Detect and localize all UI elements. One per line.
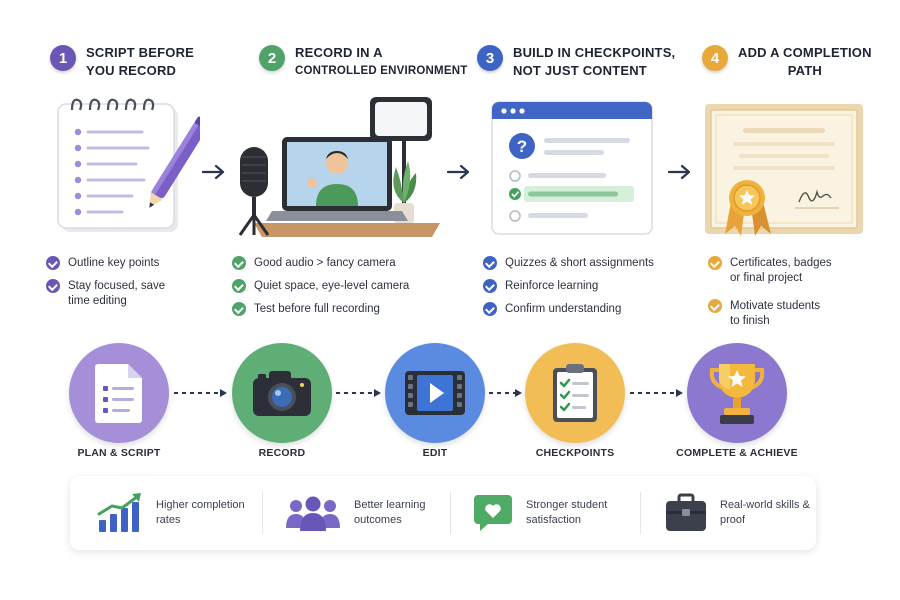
list-item: Outline key points: [46, 256, 176, 271]
process-checkpoints: [525, 343, 625, 443]
divider: [640, 492, 641, 534]
step-title-line-1: BUILD IN CHECKPOINTS,: [513, 45, 676, 60]
process-edit: [385, 343, 485, 443]
benefit-learning: Better learning outcomes: [284, 476, 434, 550]
check-icon: [708, 256, 722, 270]
briefcase-icon: [666, 493, 706, 531]
process-label: EDIT: [422, 447, 448, 459]
step-number: 3: [477, 45, 503, 71]
list-item: Confirm understanding: [483, 302, 683, 317]
benefit-text: Better learning outcomes: [354, 499, 426, 526]
check-icon: [483, 302, 497, 316]
step-title-line-2: NOT JUST CONTENT: [513, 63, 647, 78]
step-number: 1: [50, 45, 76, 71]
step-3-header: 3 BUILD IN CHECKPOINTS, NOT JUST CONTENT: [477, 44, 675, 88]
notepad-illustration: [57, 98, 200, 232]
check-icon: [708, 299, 722, 313]
arrow-right-icon: [668, 165, 691, 179]
process-label: COMPLETE & ACHIEVE: [676, 447, 798, 459]
step-1-bullets: Outline key points Stay focused, save ti…: [46, 256, 176, 317]
list-item: Reinforce learning: [483, 279, 683, 294]
step-title-line-1: RECORD IN A: [295, 45, 383, 60]
list-item: Test before full recording: [232, 302, 432, 317]
list-item: Motivate students to finish: [708, 299, 858, 328]
process-complete-achieve: [687, 343, 787, 443]
group-icon: [286, 496, 340, 531]
arrow-right-icon: [447, 165, 470, 179]
document-icon: [95, 364, 142, 423]
step-title: BUILD IN CHECKPOINTS, NOT JUST CONTENT: [513, 44, 675, 80]
benefits-bar: Higher completion rates Better learning …: [70, 476, 816, 550]
process-label: CHECKPOINTS: [535, 447, 615, 459]
benefit-completion: Higher completion rates: [96, 476, 252, 550]
step-title-line-2: YOU RECORD: [86, 63, 177, 78]
step-number: 2: [259, 45, 285, 71]
camera-icon: [253, 371, 311, 416]
benefit-satisfaction: Stronger student satisfaction: [472, 476, 621, 550]
process-label: PLAN & SCRIPT: [77, 447, 161, 459]
process-label: RECORD: [258, 447, 306, 459]
list-item: Stay focused, save time editing: [46, 279, 176, 308]
heart-chat-icon: [474, 495, 512, 531]
checklist-icon: [553, 364, 597, 422]
step-3-bullets: Quizzes & short assignments Reinforce le…: [483, 256, 683, 325]
list-item: Quiet space, eye-level camera: [232, 279, 432, 294]
step-title-line-2: CONTROLLED ENVIRONMENT: [295, 65, 468, 77]
benefit-text: Stronger student satisfaction: [526, 499, 608, 526]
check-icon: [232, 256, 246, 270]
step-title-line-1: ADD A COMPLETION: [738, 45, 872, 60]
dashed-arrow-icon: [174, 389, 227, 397]
step-title-line-1: SCRIPT BEFORE: [86, 45, 195, 60]
certificate-illustration: [705, 104, 863, 236]
growth-chart-icon: [97, 493, 141, 532]
process-plan-script: [69, 343, 169, 443]
check-icon: [232, 279, 246, 293]
arrow-right-icon: [202, 165, 225, 179]
recording-setup-illustration: [238, 97, 440, 237]
quiz-window-illustration: ?: [491, 101, 653, 235]
trophy-icon: [709, 364, 765, 424]
step-4-header: 4 ADD A COMPLETION PATH: [702, 44, 872, 88]
check-icon: [483, 256, 497, 270]
step-4-bullets: Certificates, badges or final project Mo…: [708, 256, 858, 337]
step-title: ADD A COMPLETION PATH: [738, 44, 872, 80]
list-item: Certificates, badges or final project: [708, 256, 858, 285]
divider: [450, 492, 451, 534]
step-number: 4: [702, 45, 728, 71]
check-icon: [232, 302, 246, 316]
step-title-line-2: PATH: [787, 63, 822, 78]
benefit-text: Higher completion rates: [156, 499, 245, 526]
list-item: Good audio > fancy camera: [232, 256, 432, 271]
check-icon: [483, 279, 497, 293]
step-title: SCRIPT BEFORE YOU RECORD: [86, 44, 194, 80]
video-play-icon: [405, 371, 465, 415]
step-2-bullets: Good audio > fancy camera Quiet space, e…: [232, 256, 432, 325]
step-title: RECORD IN A CONTROLLED ENVIRONMENT: [295, 44, 467, 80]
svg-text:?: ?: [517, 137, 527, 156]
dashed-arrow-icon: [489, 389, 522, 397]
divider: [262, 492, 263, 534]
list-item: Quizzes & short assignments: [483, 256, 683, 271]
check-icon: [46, 279, 60, 293]
check-icon: [46, 256, 60, 270]
benefit-text: Real-world skills & proof: [720, 499, 810, 526]
benefit-skills: Real-world skills & proof: [664, 476, 810, 550]
process-record: [232, 343, 332, 443]
dashed-arrow-icon: [336, 389, 381, 397]
step-2-header: 2 RECORD IN A CONTROLLED ENVIRONMENT: [259, 44, 467, 88]
dashed-arrow-icon: [630, 389, 683, 397]
step-1-header: 1 SCRIPT BEFORE YOU RECORD: [50, 44, 194, 88]
